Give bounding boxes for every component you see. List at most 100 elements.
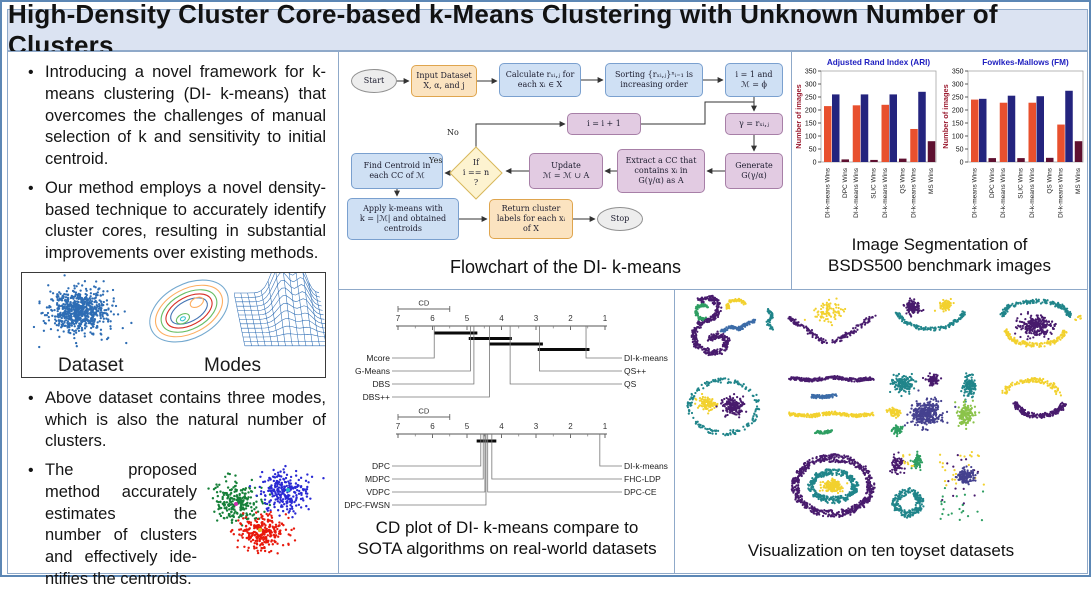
flow-node-calculate: Calculate rₓᵢ,ⱼ for each xᵢ ∈ X [499, 63, 581, 97]
cd-plot-2: 1234567CDDPCMDPCVDPCDPC-FWSNDI-k-meansFH… [339, 404, 675, 512]
modes-contour-figure [140, 273, 238, 353]
svg-text:DI-k-means Wins: DI-k-means Wins [1029, 167, 1036, 218]
toyset-snake [679, 293, 780, 367]
flow-node-input: Input Dataset X, α, and j [411, 65, 477, 97]
svg-text:1: 1 [603, 314, 608, 323]
svg-text:0: 0 [813, 160, 817, 167]
svg-text:350: 350 [952, 69, 964, 76]
svg-text:7: 7 [396, 422, 401, 431]
svg-text:100: 100 [805, 134, 817, 141]
toyset-v-shape [782, 293, 881, 367]
svg-text:150: 150 [952, 121, 964, 128]
modes-surface-figure [234, 273, 326, 353]
bullet-estimate: The proposed method accurately estimates… [45, 460, 326, 591]
toyset-smile-face [883, 293, 984, 367]
svg-text:CD: CD [418, 407, 429, 416]
three-clusters-figure [202, 462, 326, 556]
svg-text:1: 1 [603, 422, 608, 431]
svg-text:350: 350 [805, 69, 817, 76]
svg-text:SLIC Wins: SLIC Wins [871, 167, 878, 198]
toyset-caption: Visualization on ten toyset datasets [675, 540, 1087, 561]
svg-text:6: 6 [430, 314, 435, 323]
flow-node-update: Update ℳ = ℳ ∪ A [529, 153, 603, 189]
svg-text:FHC-LDP: FHC-LDP [624, 474, 661, 484]
yes-label: Yes [429, 156, 442, 165]
svg-text:DI-k-means Wins: DI-k-means Wins [1058, 167, 1065, 218]
flow-node-if: If i == n ? [451, 152, 501, 194]
svg-text:MDPC: MDPC [365, 474, 390, 484]
toyset-nested-rings [785, 448, 882, 526]
svg-text:DPC: DPC [372, 461, 390, 471]
svg-text:250: 250 [952, 95, 964, 102]
svg-text:5: 5 [465, 422, 470, 431]
svg-text:300: 300 [805, 82, 817, 89]
dataset-scatter-figure [24, 273, 136, 353]
flow-node-return: Return cluster labels for each xᵢ of X [489, 199, 573, 239]
flow-node-gamma: γ = rₓᵢ,ⱼ [725, 113, 783, 135]
toyset-ring-two-blobs [679, 369, 780, 445]
svg-text:6: 6 [430, 422, 435, 431]
intro-bullets-top: Introducing a novel framework for k-mean… [21, 62, 326, 265]
modes-label: Modes [204, 355, 261, 377]
svg-text:DI-k-means Wins: DI-k-means Wins [853, 167, 860, 218]
flow-node-stop: Stop [597, 207, 643, 231]
toyset-seven-blobs [883, 369, 984, 445]
svg-text:DI-k-means Wins: DI-k-means Wins [824, 167, 831, 218]
svg-text:200: 200 [805, 108, 817, 115]
svg-text:DPC Wins: DPC Wins [842, 167, 849, 198]
bullet-density: Our method employs a novel density-based… [45, 178, 326, 265]
flow-node-generate: Generate G(γ/α) [725, 153, 783, 189]
flow-node-apply-kmeans: Apply k-means with k = |ℳ| and obtained … [347, 198, 459, 240]
svg-text:DPC-FWSN: DPC-FWSN [344, 500, 390, 510]
svg-text:Adjusted Rand Index (ARI): Adjusted Rand Index (ARI) [827, 58, 931, 67]
svg-text:CD: CD [418, 299, 429, 308]
svg-text:2: 2 [568, 314, 573, 323]
svg-text:4: 4 [499, 314, 504, 323]
svg-text:Number of images: Number of images [941, 84, 950, 148]
svg-text:DI-k-means Wins: DI-k-means Wins [882, 167, 889, 218]
cd-caption: CD plot of DI- k-means compare to SOTA a… [339, 517, 675, 560]
flow-node-init: i = 1 and ℳ = ϕ [725, 63, 783, 97]
toyset-sparse-noise-blob [936, 448, 988, 526]
intro-panel: Introducing a novel framework for k-mean… [7, 51, 340, 574]
svg-text:VDPC: VDPC [366, 487, 390, 497]
no-label: No [447, 128, 459, 137]
poster-title: High-Density Cluster Core-based k-Means … [7, 9, 1088, 51]
svg-text:QS: QS [624, 379, 637, 389]
intro-bullets-bottom: Above dataset contains three modes, whic… [21, 388, 326, 591]
toyset-panel: Visualization on ten toyset datasets [674, 289, 1088, 574]
svg-text:DPC-CE: DPC-CE [624, 487, 657, 497]
svg-text:3: 3 [534, 314, 539, 323]
svg-text:150: 150 [805, 121, 817, 128]
svg-text:Fowlkes-Mallows (FM): Fowlkes-Mallows (FM) [982, 58, 1069, 67]
toyset-eye-rings [986, 293, 1085, 367]
svg-text:3: 3 [534, 422, 539, 431]
svg-text:300: 300 [952, 82, 964, 89]
svg-text:MS Wins: MS Wins [1075, 167, 1082, 194]
svg-text:250: 250 [805, 95, 817, 102]
flowchart-panel: Start Input Dataset X, α, and j Calculat… [338, 51, 793, 291]
svg-text:G-Means: G-Means [355, 366, 390, 376]
svg-text:DI-k-means: DI-k-means [624, 461, 668, 471]
svg-text:Number of images: Number of images [794, 84, 803, 148]
svg-text:DI-k-means: DI-k-means [624, 353, 668, 363]
svg-text:50: 50 [809, 147, 817, 154]
svg-text:DI-k-means Wins: DI-k-means Wins [1000, 167, 1007, 218]
flow-node-start: Start [351, 69, 397, 93]
flowchart-caption: Flowchart of the DI- k-means [339, 256, 792, 279]
toyset-parallel-lines [782, 369, 881, 445]
svg-text:DI-k-means Wins: DI-k-means Wins [971, 167, 978, 218]
svg-text:Mcore: Mcore [366, 353, 390, 363]
svg-text:0: 0 [960, 160, 964, 167]
svg-text:DBS: DBS [373, 379, 391, 389]
flow-node-sorting: Sorting {rₓᵢ,ⱼ}ⁿᵢ₌₁ is increasing order [605, 63, 703, 97]
svg-text:DBS++: DBS++ [363, 392, 390, 402]
svg-text:DI-k-means Wins: DI-k-means Wins [911, 167, 918, 218]
svg-text:200: 200 [952, 108, 964, 115]
dataset-modes-figure: Dataset Modes [21, 272, 326, 378]
svg-text:5: 5 [465, 314, 470, 323]
svg-text:SLIC Wins: SLIC Wins [1018, 167, 1025, 198]
